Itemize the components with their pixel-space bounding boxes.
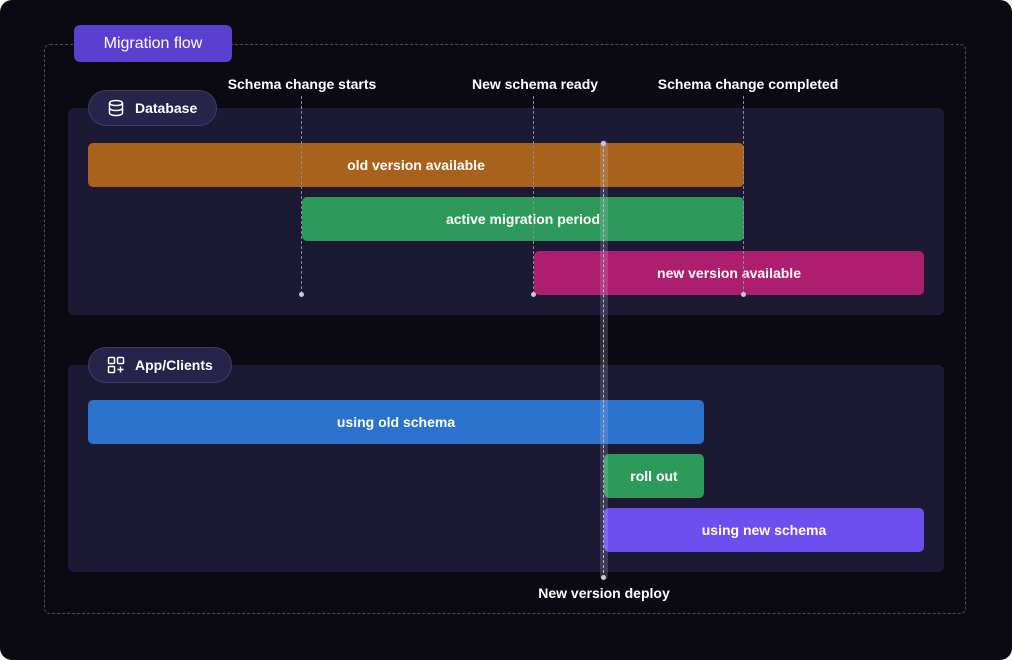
- schema-change-completed-dot: [741, 292, 746, 297]
- using-new-schema-label: using new schema: [701, 522, 827, 538]
- diagram-title: Migration flow: [74, 25, 232, 62]
- new-schema-ready-dot: [531, 292, 536, 297]
- diagram-frame: [44, 44, 966, 614]
- new-version-deploy-top-dot: [601, 141, 606, 146]
- database-label: Database: [135, 100, 198, 116]
- app-clients-label: App/Clients: [135, 357, 213, 373]
- roll-out-bar: roll out: [604, 454, 704, 498]
- active-migration-period-label: active migration period: [445, 211, 601, 227]
- old-version-available-bar: old version available: [88, 143, 744, 187]
- database-icon: [108, 99, 124, 117]
- new-version-available-label: new version available: [657, 265, 801, 281]
- old-version-available-label: old version available: [347, 157, 485, 173]
- schema-change-completed-line: [743, 96, 744, 294]
- new-version-available-bar: new version available: [534, 251, 924, 295]
- new-schema-ready-line: [533, 96, 534, 294]
- schema-change-completed-label: Schema change completed: [657, 76, 839, 92]
- using-new-schema-bar: using new schema: [604, 508, 924, 552]
- database-section-label: Database: [88, 90, 217, 126]
- new-schema-ready-label: New schema ready: [471, 76, 599, 92]
- using-old-schema-bar: using old schema: [88, 400, 704, 444]
- schema-change-starts-dot: [299, 292, 304, 297]
- schema-change-starts-label: Schema change starts: [227, 76, 377, 92]
- roll-out-label: roll out: [630, 468, 678, 484]
- schema-change-starts-line: [301, 96, 302, 294]
- new-version-deploy-line: [603, 144, 604, 578]
- using-old-schema-label: using old schema: [336, 414, 456, 430]
- new-version-deploy-bottom-dot: [601, 575, 606, 580]
- app-clients-section-label: App/Clients: [88, 347, 232, 383]
- apps-add-icon: [107, 356, 125, 374]
- new-version-deploy-band: [600, 140, 608, 580]
- active-migration-period-bar: active migration period: [302, 197, 744, 241]
- new-version-deploy-label: New version deploy: [538, 585, 670, 601]
